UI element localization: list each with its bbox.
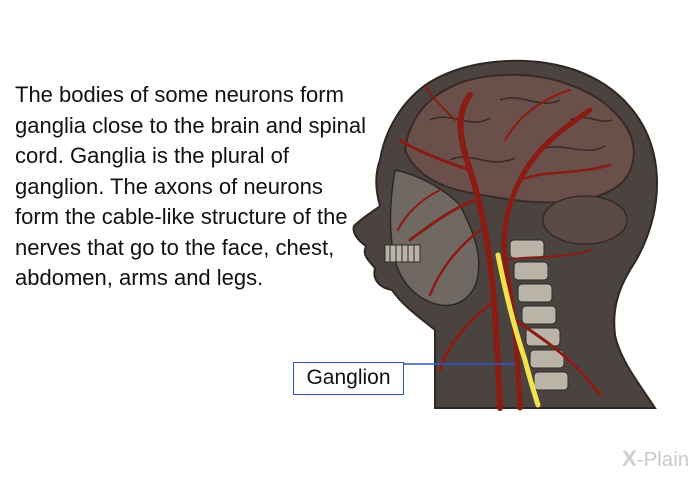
xplain-logo: X-Plain [622,446,689,472]
cerebellum [542,195,628,245]
xplain-logo-mark: X [622,446,637,471]
ganglion-label-box: Ganglion [293,362,404,395]
skull-face [389,169,480,307]
blood-vessels [397,84,612,411]
description-paragraph: The bodies of some neurons form ganglia … [15,82,367,290]
xplain-logo-text: -Plain [636,449,690,471]
nerve [495,252,541,408]
ganglion-label: Ganglion [306,366,391,389]
jaw-teeth [384,244,421,263]
